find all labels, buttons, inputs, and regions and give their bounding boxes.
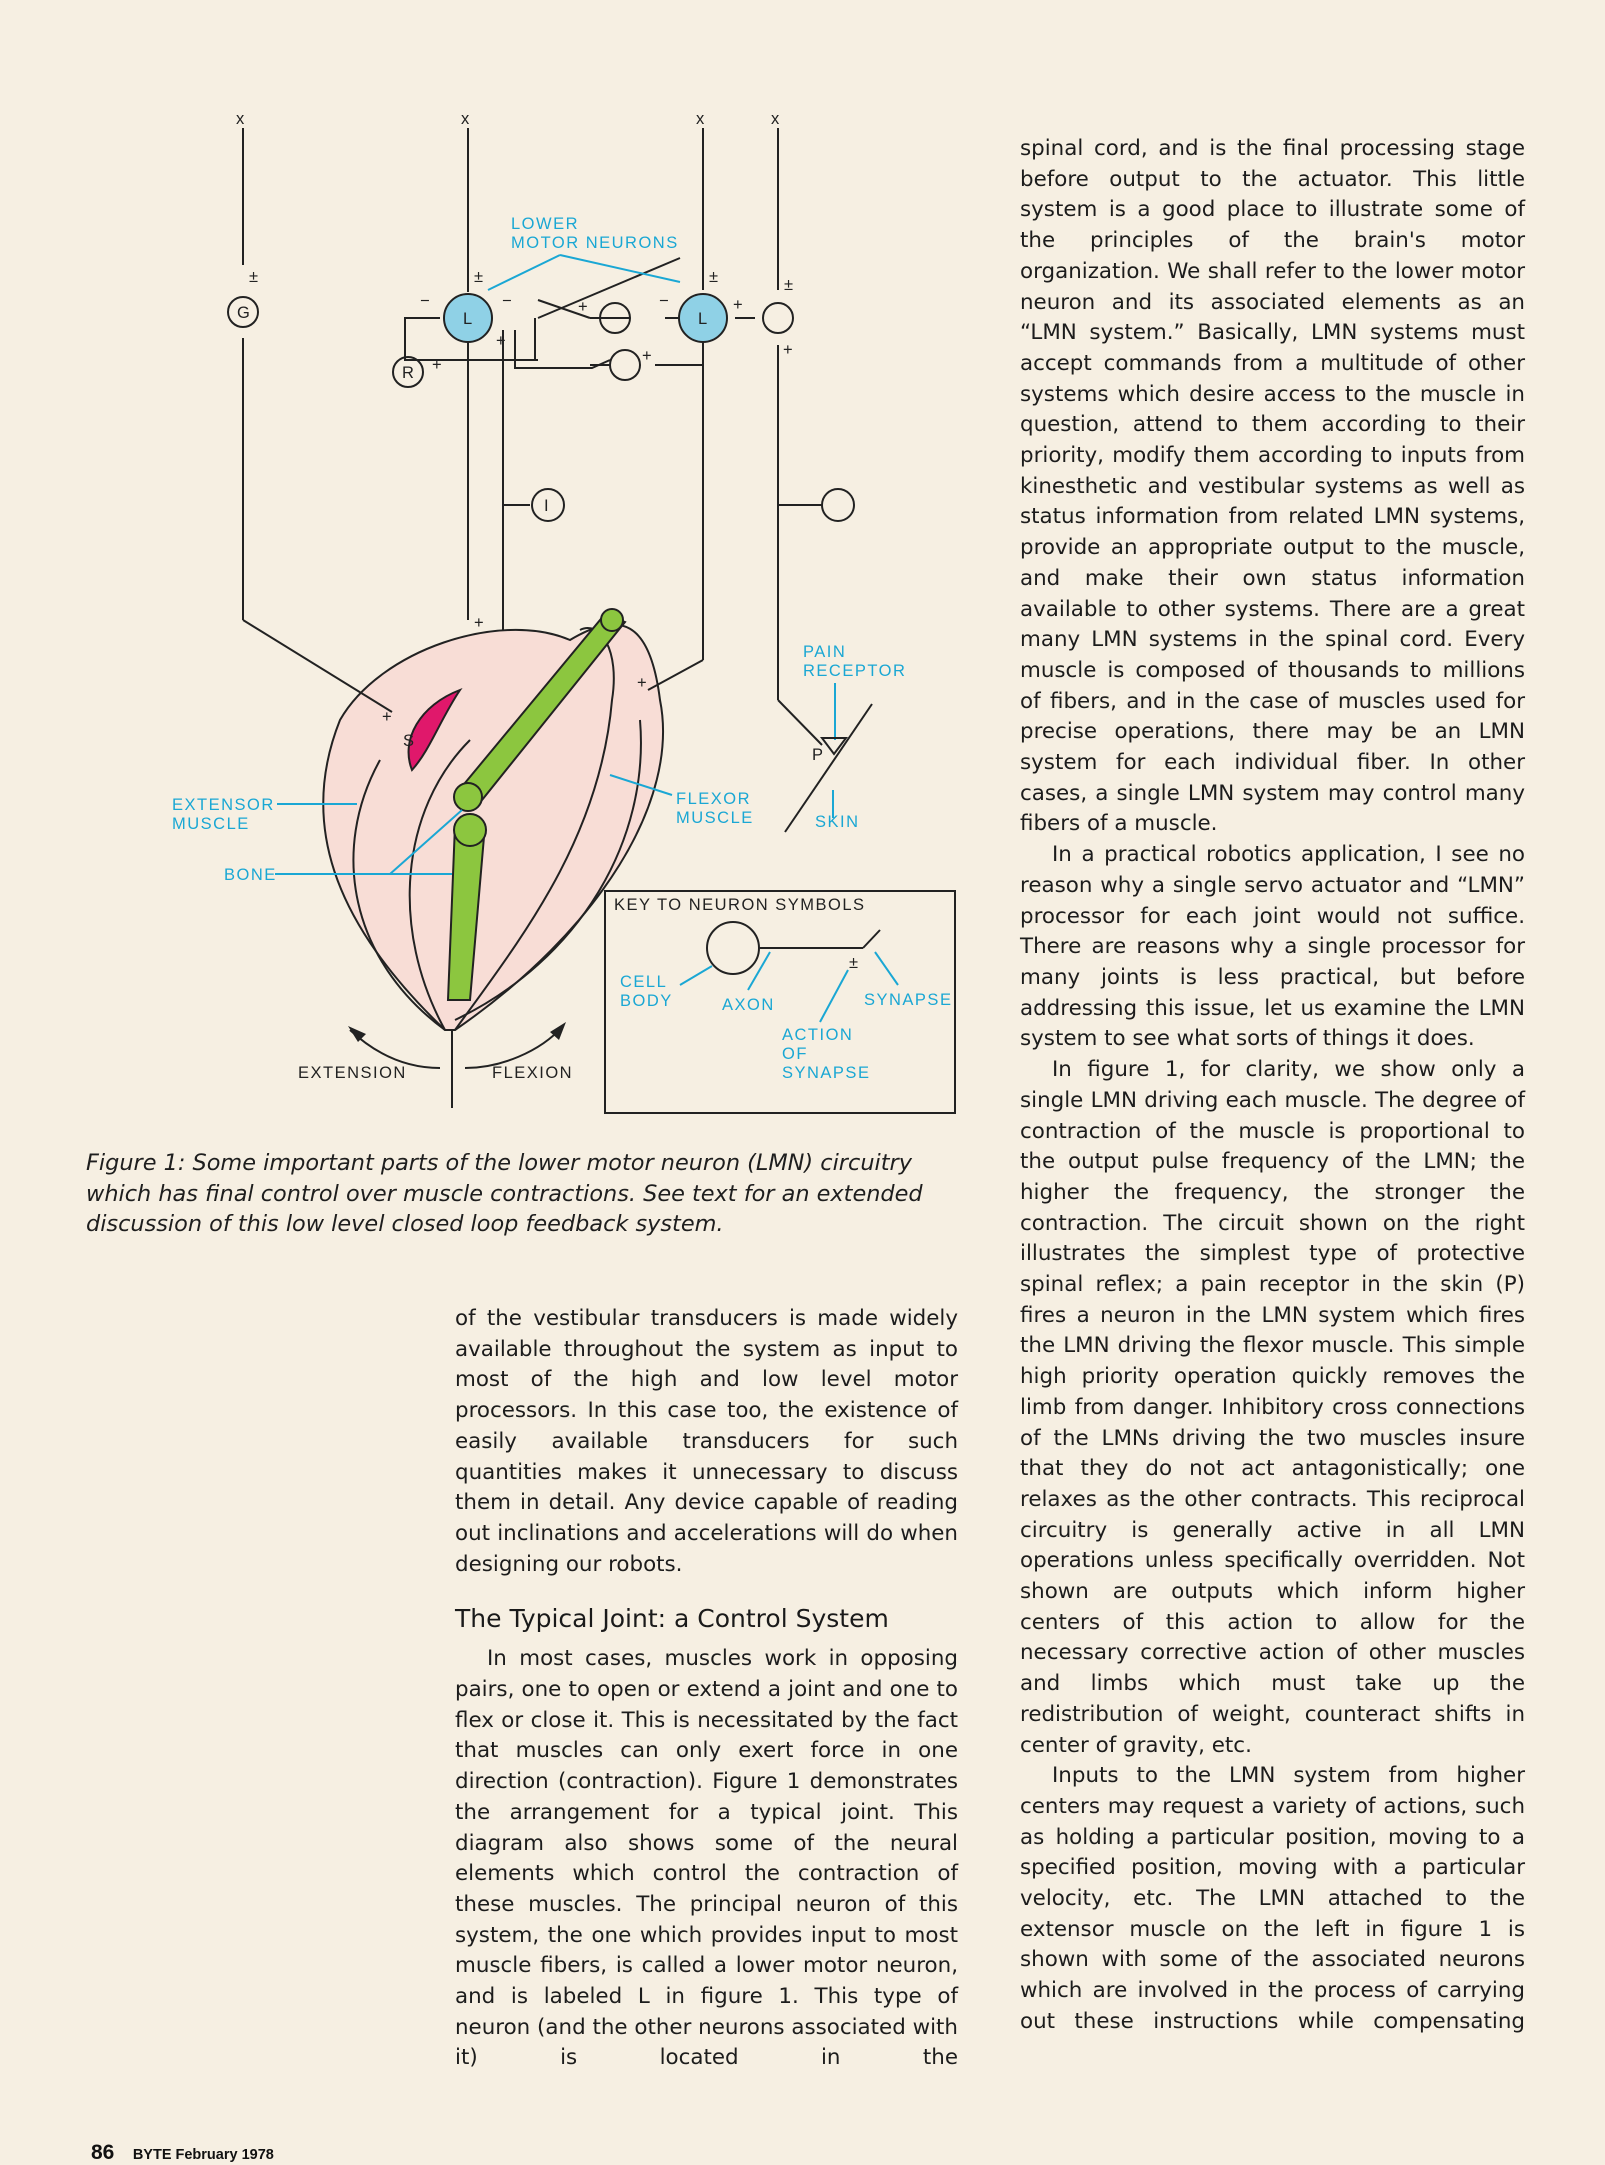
svg-text:+: + [496,332,507,350]
svg-text:ACTION: ACTION [782,1026,853,1044]
svg-text:PAIN: PAIN [803,643,846,661]
middle-column: of the vestibular transducers is made wi… [455,1304,958,2074]
x-mark-3: x [696,110,706,128]
neuron-far-right [762,302,794,334]
limb-outline [322,623,665,1031]
neuron-pain-relay [821,488,855,522]
paragraph: In most cases, muscles work in opposing … [455,1646,958,2071]
lower-motor-label-2: MOTOR NEURONS [511,234,679,252]
svg-text:+: + [382,708,393,726]
paragraph: of the vestibular transducers is made wi… [455,1306,958,1577]
svg-text:SYNAPSE: SYNAPSE [864,991,952,1009]
svg-text:AXON: AXON [722,996,775,1014]
right-column: spinal cord, and is the final processing… [1020,134,1525,2038]
neuron-i [531,488,565,522]
svg-text:±: ± [784,276,795,294]
neuron-symbol-key: KEY TO NEURON SYMBOLS ± CELL BODY AXON S… [604,890,956,1114]
svg-text:FLEXOR: FLEXOR [676,790,751,808]
svg-text:I: I [544,497,550,515]
svg-text:BODY: BODY [620,992,673,1010]
pain-receptor-symbol [820,737,848,756]
paragraph: Inputs to the LMN system from higher cen… [1020,1763,1525,2034]
svg-text:EXTENSOR: EXTENSOR [172,796,275,814]
svg-text:+: + [432,356,443,374]
svg-text:+: + [733,296,744,314]
inhibitory-neuron-upper [599,302,631,334]
svg-text:CELL: CELL [620,973,667,991]
svg-text:OF: OF [782,1045,808,1063]
svg-text:±: ± [249,268,260,286]
x-mark-1: x [236,110,246,128]
inhibitory-neuron-lower [609,349,641,381]
neuron-g [227,296,259,328]
bone [446,608,627,1001]
svg-text:−: − [420,292,431,310]
lower-motor-neuron-right [678,293,728,343]
svg-text:+: + [642,347,653,365]
svg-text:±: ± [709,268,720,286]
magazine-name: BYTE February 1978 [132,2147,274,2163]
svg-text:BONE: BONE [224,866,277,884]
svg-text:SKIN: SKIN [815,813,860,831]
svg-text:−: − [502,292,513,310]
svg-text:G: G [237,304,251,322]
svg-text:+: + [474,614,485,632]
svg-text:±: ± [474,268,485,286]
svg-text:±: ± [849,954,860,972]
svg-text:SYNAPSE: SYNAPSE [782,1064,870,1082]
svg-text:RECEPTOR: RECEPTOR [803,662,906,680]
section-heading: The Typical Joint: a Control System [455,1604,889,1634]
svg-text:−: − [659,292,670,310]
svg-text:MUSCLE: MUSCLE [172,815,250,833]
svg-text:L: L [463,310,474,328]
svg-text:MUSCLE: MUSCLE [676,809,754,827]
svg-text:P: P [812,746,825,764]
label-flexion: FLEXION [492,1064,573,1082]
x-mark-4: x [771,110,781,128]
svg-text:+: + [637,674,648,692]
lower-motor-neuron-left [443,293,493,343]
lower-motor-label-1: LOWER [511,215,579,233]
paragraph: In figure 1, for clarity, we show only a… [1020,1057,1525,1758]
svg-text:R: R [402,364,415,382]
paragraph: In a practical robotics application, I s… [1020,842,1525,1052]
label-s: S [403,732,416,750]
svg-text:KEY TO NEURON SYMBOLS: KEY TO NEURON SYMBOLS [614,896,866,914]
neuron-r [392,356,424,388]
paragraph: spinal cord, and is the final processing… [1020,136,1525,837]
x-mark-2: x [461,110,471,128]
figure-caption: Figure 1: Some important parts of the lo… [86,1150,923,1237]
skin-line [784,703,873,833]
page-footer: 86 BYTE February 1978 [91,2141,274,2165]
page-number: 86 [91,2141,115,2164]
svg-text:+: + [578,298,589,316]
label-extension: EXTENSION [298,1064,407,1082]
svg-text:L: L [698,310,709,328]
figure-1-lmn-diagram: S LOWER MOTOR NEURONS [172,110,956,1114]
spindle-s [407,687,463,772]
svg-text:+: + [783,341,794,359]
